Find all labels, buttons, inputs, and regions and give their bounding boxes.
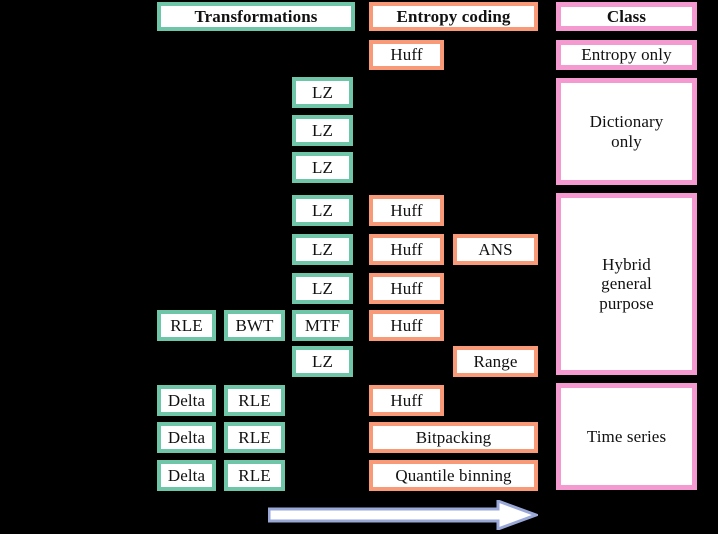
entropy-box-huff-r9: Huff [369, 385, 444, 416]
transform-box-bwt-r7: BWT [224, 310, 285, 341]
transform-box-lz-r1: LZ [292, 77, 353, 108]
transform-box-delta-r9: Delta [157, 385, 216, 416]
header-entropy-coding: Entropy coding [369, 2, 538, 31]
transform-box-rle-r9: RLE [224, 385, 285, 416]
entropy-box-range-r8: Range [453, 346, 538, 377]
entropy-box-huff-r7: Huff [369, 310, 444, 341]
entropy-box-ans-r5: ANS [453, 234, 538, 265]
transform-box-lz-r3: LZ [292, 152, 353, 183]
entropy-box-bitpacking-r10: Bitpacking [369, 422, 538, 453]
transform-box-delta-r11: Delta [157, 460, 216, 491]
transform-box-rle-r7: RLE [157, 310, 216, 341]
class-entropy-only: Entropy only [556, 40, 697, 70]
class-dictionary-only: Dictionary only [556, 78, 697, 185]
entropy-box-huff-r6: Huff [369, 273, 444, 304]
transform-box-lz-r5: LZ [292, 234, 353, 265]
transform-box-rle-r10: RLE [224, 422, 285, 453]
entropy-box-huff-r0: Huff [369, 40, 444, 70]
header-class: Class [556, 2, 697, 31]
transform-box-lz-r4: LZ [292, 195, 353, 226]
transform-box-lz-r6: LZ [292, 273, 353, 304]
transform-box-lz-r8: LZ [292, 346, 353, 377]
entropy-box-huff-r4: Huff [369, 195, 444, 226]
transform-box-delta-r10: Delta [157, 422, 216, 453]
header-transformations: Transformations [157, 2, 355, 31]
transform-box-lz-r2: LZ [292, 115, 353, 146]
class-hybrid-general-purpose: Hybrid general purpose [556, 193, 697, 375]
entropy-box-huff-r5: Huff [369, 234, 444, 265]
transform-box-rle-r11: RLE [224, 460, 285, 491]
entropy-box-quantile-binning-r11: Quantile binning [369, 460, 538, 491]
transform-box-mtf-r7: MTF [292, 310, 353, 341]
class-time-series: Time series [556, 383, 697, 490]
rightward-progression-arrow [268, 500, 538, 530]
